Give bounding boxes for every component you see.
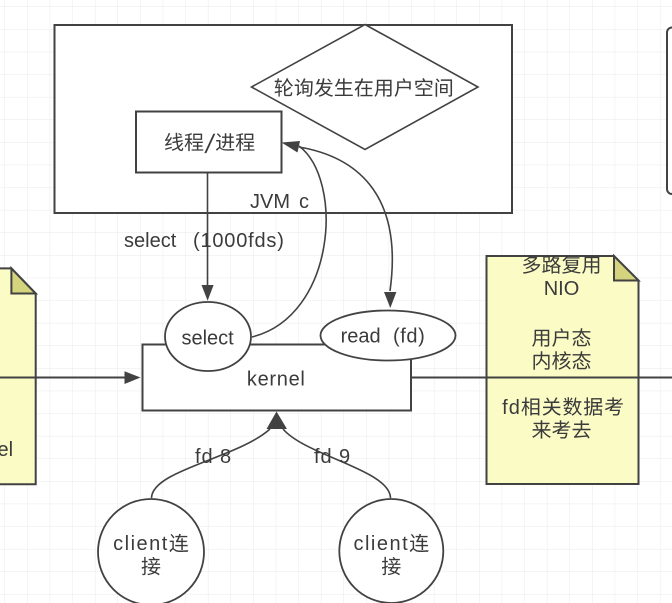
svg-text:client: client <box>353 533 409 555</box>
svg-text:select: select <box>124 230 177 252</box>
svg-text:(fd): (fd) <box>393 326 425 348</box>
svg-text:JVM: JVM <box>250 191 290 213</box>
svg-text:kernel: kernel <box>247 369 306 391</box>
svg-text:fd 8: fd 8 <box>195 446 232 468</box>
svg-text:fd 9: fd 9 <box>314 446 351 468</box>
svg-text:(1000fds): (1000fds) <box>193 230 285 252</box>
svg-text:read: read <box>341 326 381 348</box>
svg-text:fd: fd <box>502 397 521 419</box>
svg-text:client: client <box>113 533 169 555</box>
svg-text:c: c <box>299 191 309 213</box>
svg-text:el: el <box>0 439 13 461</box>
svg-text:select: select <box>181 328 234 350</box>
svg-text:NIO: NIO <box>544 278 580 300</box>
